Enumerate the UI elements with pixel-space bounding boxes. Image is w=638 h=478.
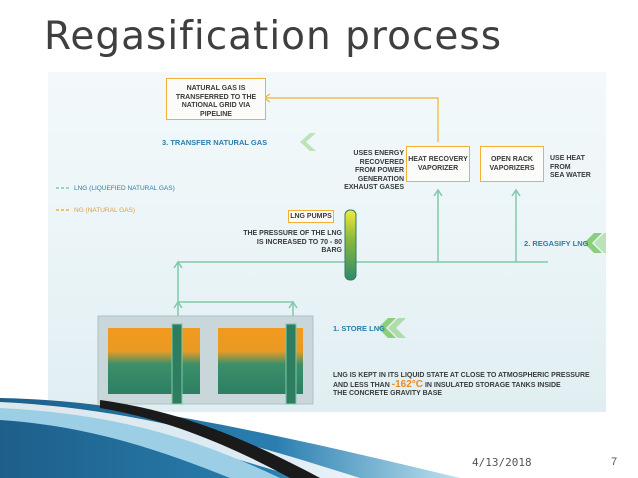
energy-note: USES ENERGY RECOVERED FROM POWER GENERAT… (314, 150, 404, 193)
slide-date: 4/13/2018 (472, 456, 532, 469)
open-rack-line: OPEN RACK (490, 156, 533, 163)
flow-lines (56, 93, 606, 405)
step-1-label: 1. STORE LNG (333, 324, 385, 333)
store-line-2: AND LESS THAN -162°C IN INSULATED STORAG… (333, 378, 603, 391)
store-line-3: THE CONCRETE GRAVITY BASE (333, 390, 443, 397)
sea-water-note: USE HEAT FROM SEA WATER (550, 155, 606, 181)
pressure-line: IS INCREASED TO 70 - 80 BARG (256, 238, 342, 255)
heat-recovery-line: VAPORIZER (417, 164, 459, 172)
store-description: LNG IS KEPT IN ITS LIQUID STATE AT CLOSE… (333, 372, 603, 399)
store-line-2-post: IN INSULATED STORAGE TANKS INSIDE (424, 381, 561, 389)
grid-box-line: TRANSFERRED TO THE (175, 93, 257, 101)
heat-recovery-vaporizer-box: HEAT RECOVERY VAPORIZER (406, 146, 470, 182)
store-line-1: LNG IS KEPT IN ITS LIQUID STATE AT CLOSE… (333, 372, 590, 379)
regasification-diagram: NATURAL GAS IS TRANSFERRED TO THE NATION… (48, 72, 606, 412)
grid-box-line: NATURAL GAS IS (186, 85, 246, 92)
legend-ng: NG (NATURAL GAS) (74, 207, 136, 214)
heat-recovery-line: HEAT RECOVERY (408, 156, 468, 163)
grid-box-line: NATIONAL GRID VIA PIPELINE (181, 102, 251, 118)
sea-water-line: SEA WATER (550, 172, 591, 179)
energy-note-line: USES ENERGY RECOVERED (353, 150, 404, 166)
lng-pump (344, 209, 357, 281)
step-3-label: 3. TRANSFER NATURAL GAS (162, 138, 268, 147)
pressure-note: THE PRESSURE OF THE LNG IS INCREASED TO … (238, 230, 342, 256)
chevron-step1 (378, 318, 406, 338)
energy-note-line: FROM POWER GENERATION (355, 167, 404, 183)
national-grid-box: NATURAL GAS IS TRANSFERRED TO THE NATION… (166, 78, 266, 120)
step-2-label: 2. REGASIFY LNG (524, 239, 589, 248)
storage-tank-1 (108, 328, 200, 394)
slide-title: Regasification process (44, 14, 503, 59)
open-rack-vaporizers-box: OPEN RACK VAPORIZERS (480, 146, 544, 182)
sea-water-line: USE HEAT FROM (550, 155, 585, 171)
lng-line-up (177, 261, 350, 302)
energy-note-line: EXHAUST GASES (344, 184, 404, 191)
legend-lng: LNG (LIQUEFIED NATURAL GAS) (74, 185, 175, 192)
store-line-2-pre: AND LESS THAN (333, 381, 390, 389)
ng-line-return (264, 97, 439, 142)
chevron-step3 (300, 133, 316, 151)
pressure-line: THE PRESSURE OF THE LNG (243, 230, 342, 237)
slide-page-number: 7 (611, 456, 618, 468)
store-temperature: -162°C (391, 378, 423, 390)
chevron-step2 (584, 233, 606, 253)
lng-pumps-box: LNG PUMPS (288, 210, 334, 223)
open-rack-line: VAPORIZERS (489, 164, 535, 172)
